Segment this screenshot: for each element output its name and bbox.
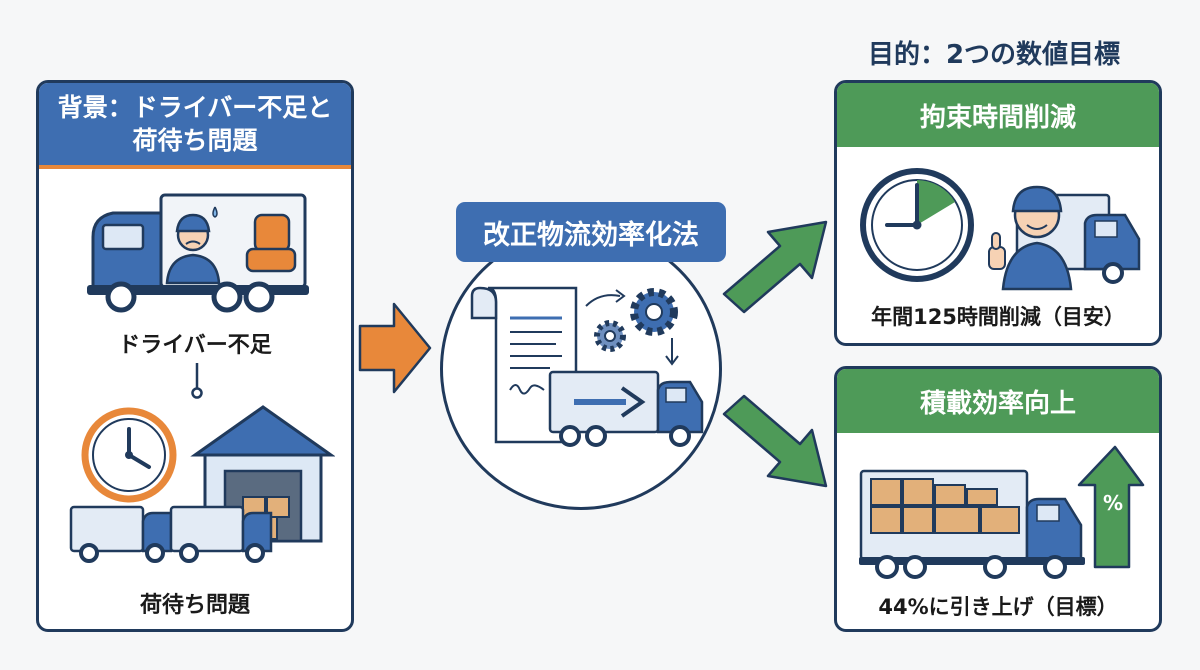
delivery-truck-icon [548, 370, 704, 447]
goal-card-loading-efficiency: 積載効率向上 % 44%に引き上げ（目標） [834, 366, 1162, 632]
waiting-problem-label: 荷待ち問題 [139, 593, 250, 618]
loading-efficiency-illustration [859, 445, 1145, 579]
loaded-truck-icon [859, 469, 1085, 579]
connector-line [191, 363, 203, 399]
driver-shortage-illustration [87, 193, 309, 313]
law-circle [440, 228, 722, 510]
waiting-truck-icon [69, 505, 173, 563]
up-arrow-icon [1077, 445, 1145, 569]
driver-shortage-label: ドライバー不足 [118, 333, 272, 358]
arrow-right-icon [358, 302, 432, 394]
waiting-illustration [69, 405, 335, 563]
goals-title: 目的：2つの数値目標 [867, 40, 1121, 70]
goal-caption: 年間125時間削減（目安） [871, 305, 1125, 329]
goal-heading: 拘束時間削減 [837, 83, 1159, 147]
time-reduction-illustration [860, 168, 1141, 291]
clock-icon [81, 407, 177, 503]
waiting-truck-icon [169, 505, 273, 563]
arrow-down-right-icon [722, 394, 828, 488]
gear-icon [594, 320, 626, 352]
goal-caption: 44%に引き上げ（目標） [878, 595, 1118, 619]
background-panel: 背景：ドライバー不足と荷待ち問題 ドライバー不足 [36, 80, 354, 632]
stopwatch-icon [860, 168, 974, 282]
gear-icon [630, 288, 678, 336]
law-illustration [470, 286, 704, 447]
happy-driver-icon [988, 185, 1073, 291]
tired-driver-icon [165, 206, 221, 285]
goal-heading: 積載効率向上 [837, 369, 1159, 433]
arrow-up-right-icon [722, 220, 828, 314]
background-panel-title: 背景：ドライバー不足と荷待ち問題 [39, 83, 351, 169]
percent-badge: % [1102, 491, 1124, 515]
goal-card-time-reduction: 拘束時間削減 年間125時間削減（目安） [834, 80, 1162, 346]
law-label: 改正物流効率化法 [456, 202, 726, 262]
empty-seat-icon [245, 213, 297, 273]
